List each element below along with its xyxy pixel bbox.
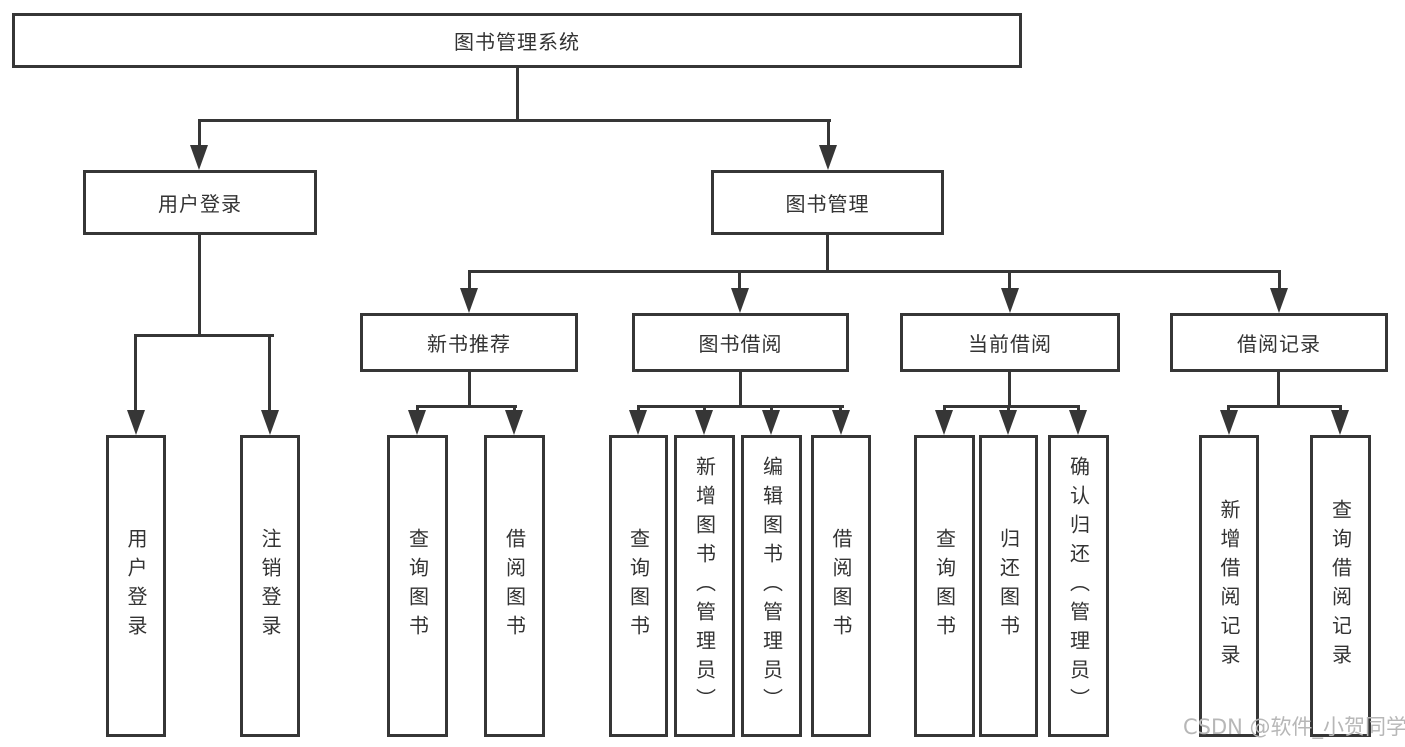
leaf-label: 查询图书 (626, 528, 651, 644)
leaf-label: 查询图书 (405, 528, 430, 644)
connector-line (1008, 372, 1011, 408)
leaf-edit-books-admin: 编辑图书（管理员） (741, 435, 802, 737)
arrow-down-icon (819, 145, 837, 170)
node-label: 图书管理 (785, 192, 870, 216)
connector-line (827, 119, 830, 147)
arrow-down-icon (999, 410, 1017, 435)
leaf-query-borrow-record: 查询借阅记录 (1310, 435, 1371, 737)
arrow-down-icon (695, 410, 713, 435)
connector-line (1008, 270, 1011, 292)
arrow-down-icon (629, 410, 647, 435)
connector-line (1278, 270, 1281, 292)
watermark: CSDN @软件_小贺同学 (1183, 715, 1405, 739)
node-label: 图书管理系统 (454, 30, 580, 54)
leaf-label: 用户登录 (124, 528, 148, 644)
leaf-label: 注销登录 (258, 528, 282, 644)
connector-line (739, 372, 742, 408)
leaf-return-books: 归还图书 (979, 435, 1038, 737)
connector-line (637, 405, 844, 408)
arrow-down-icon (1069, 410, 1087, 435)
connector-line (738, 270, 741, 292)
leaf-borrow-books-recommend: 借阅图书 (484, 435, 545, 737)
connector-line (1277, 372, 1280, 408)
arrow-down-icon (261, 410, 279, 435)
connector-line (468, 270, 471, 292)
node-book-borrow: 图书借阅 (632, 313, 849, 372)
arrow-down-icon (832, 410, 850, 435)
leaf-label: 借阅图书 (829, 528, 853, 644)
leaf-label: 确认归还（管理员） (1066, 455, 1091, 717)
arrow-down-icon (460, 288, 478, 313)
connector-line (268, 334, 271, 412)
leaf-query-books-current: 查询图书 (914, 435, 975, 737)
node-root-library-system: 图书管理系统 (12, 13, 1022, 68)
leaf-logout: 注销登录 (240, 435, 300, 737)
arrow-down-icon (408, 410, 426, 435)
leaf-label: 新增借阅记录 (1217, 499, 1241, 673)
connector-line (1227, 405, 1342, 408)
arrow-down-icon (1270, 288, 1288, 313)
connector-line (516, 68, 519, 122)
node-user-login: 用户登录 (83, 170, 317, 235)
connector-line (198, 119, 831, 122)
leaf-label: 查询借阅记录 (1328, 499, 1353, 673)
leaf-label: 新增图书（管理员） (692, 455, 717, 717)
leaf-add-borrow-record: 新增借阅记录 (1199, 435, 1259, 737)
connector-line (826, 235, 829, 273)
arrow-down-icon (762, 410, 780, 435)
arrow-down-icon (1331, 410, 1349, 435)
arrow-down-icon (1001, 288, 1019, 313)
connector-line (134, 334, 137, 412)
leaf-query-books-borrow: 查询图书 (609, 435, 668, 737)
leaf-confirm-return-admin: 确认归还（管理员） (1048, 435, 1109, 737)
leaf-query-books-recommend: 查询图书 (387, 435, 448, 737)
node-new-book-recommend: 新书推荐 (360, 313, 578, 372)
node-book-management: 图书管理 (711, 170, 944, 235)
leaf-label: 归还图书 (996, 528, 1021, 644)
node-label: 图书借阅 (698, 332, 783, 356)
leaf-label: 查询图书 (932, 528, 957, 644)
leaf-user-login: 用户登录 (106, 435, 166, 737)
connector-line (468, 270, 1281, 273)
connector-line (198, 119, 201, 147)
connector-line (943, 405, 1080, 408)
arrow-down-icon (505, 410, 523, 435)
arrow-down-icon (127, 410, 145, 435)
connector-line (468, 372, 471, 408)
connector-line (134, 334, 274, 337)
leaf-label: 编辑图书（管理员） (759, 455, 784, 717)
leaf-add-books-admin: 新增图书（管理员） (674, 435, 735, 737)
connector-line (416, 405, 517, 408)
node-label: 新书推荐 (427, 332, 511, 356)
connector-line (198, 235, 201, 337)
leaf-label: 借阅图书 (502, 528, 527, 644)
node-borrow-record: 借阅记录 (1170, 313, 1388, 372)
arrow-down-icon (1220, 410, 1238, 435)
arrow-down-icon (190, 145, 208, 170)
node-label: 借阅记录 (1237, 332, 1321, 356)
arrow-down-icon (935, 410, 953, 435)
arrow-down-icon (731, 288, 749, 313)
node-label: 当前借阅 (968, 332, 1052, 356)
node-label: 用户登录 (158, 192, 242, 216)
node-current-borrow: 当前借阅 (900, 313, 1120, 372)
leaf-borrow-books: 借阅图书 (811, 435, 871, 737)
